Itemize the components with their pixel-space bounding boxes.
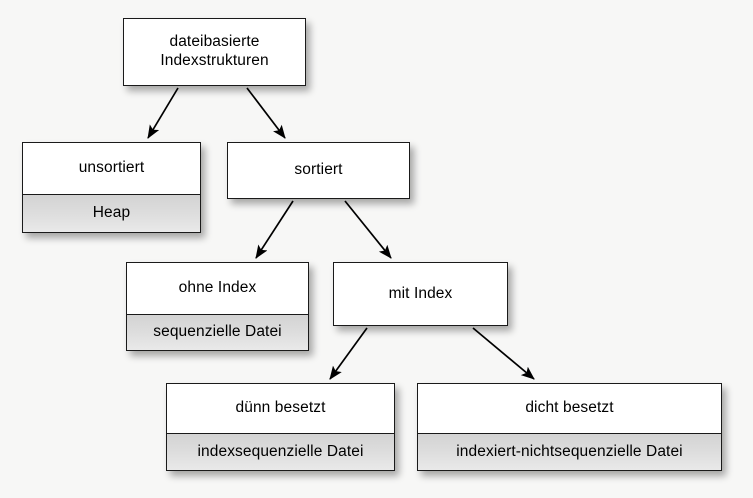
edge-sortiert-to-mit-index: [344, 200, 392, 259]
edge-sortiert-to-ohne-index: [255, 200, 294, 259]
node-root[interactable]: dateibasierte Indexstrukturen: [123, 18, 306, 86]
node-root-label: dateibasierte Indexstrukturen: [124, 19, 305, 85]
node-mit-index-label: mit Index: [334, 263, 507, 325]
node-unsortiert-sublabel: Heap: [23, 194, 200, 232]
edge-root-to-sortiert: [246, 87, 286, 139]
edge-mit-index-to-duenn-besetzt: [329, 327, 368, 380]
node-duenn-besetzt-label: dünn besetzt: [167, 384, 394, 433]
node-unsortiert-label: unsortiert: [23, 143, 200, 194]
node-duenn-besetzt-sublabel: indexsequenzielle Datei: [167, 433, 394, 470]
node-dicht-besetzt-sublabel: indexiert-nichtsequenzielle Datei: [418, 433, 721, 470]
edge-mit-index-to-dicht-besetzt: [472, 327, 535, 380]
node-sortiert-label: sortiert: [228, 143, 409, 198]
node-ohne-index-sublabel: sequenzielle Datei: [127, 314, 308, 350]
node-mit-index[interactable]: mit Index: [333, 262, 508, 326]
node-dicht-besetzt-label: dicht besetzt: [418, 384, 721, 433]
node-ohne-index-label: ohne Index: [127, 263, 308, 314]
node-sortiert[interactable]: sortiert: [227, 142, 410, 199]
edge-root-to-unsortiert: [147, 87, 179, 139]
